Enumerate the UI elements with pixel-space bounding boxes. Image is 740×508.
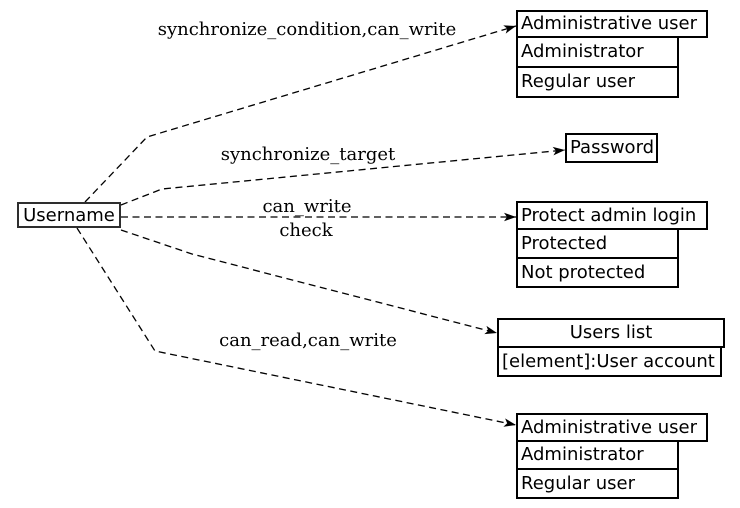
edge-label-can-write: can_write — [262, 196, 352, 217]
arrowhead-icon — [503, 25, 516, 34]
node-username-label: Username — [23, 204, 115, 226]
node-protect-admin-login-row-not-protected: Not protected — [516, 257, 679, 288]
arrowhead-icon — [504, 212, 516, 222]
node-users-list-row-element-user-account: [element]:User account — [497, 346, 722, 377]
edge-to-users-list — [120, 229, 498, 334]
arrowhead-icon — [484, 325, 497, 335]
node-password: Password — [565, 133, 658, 163]
node-username: Username — [17, 202, 121, 228]
edge-label-synchronize-target: synchronize_target — [220, 144, 396, 165]
edge-synchronize-condition-can-write — [84, 25, 517, 203]
node-admin-users-bottom-row-regular-user: Regular user — [516, 468, 679, 499]
node-protect-admin-login-header: Protect admin login — [516, 201, 708, 230]
node-users-list-header: Users list — [497, 318, 725, 348]
arrowhead-icon — [503, 418, 516, 427]
edge-label-synchronize-condition: synchronize_condition,can_write — [157, 19, 457, 40]
edge-label-check: check — [279, 220, 333, 241]
node-admin-users-bottom-header: Administrative user — [516, 413, 708, 442]
node-admin-users-top-header: Administrative user — [516, 10, 708, 38]
node-protect-admin-login-row-protected: Protected — [516, 228, 679, 259]
edge-can-read-can-write — [76, 227, 517, 426]
edge-label-can-read-can-write: can_read,can_write — [219, 330, 397, 351]
node-admin-users-top-row-administrator: Administrator — [516, 36, 679, 68]
edge-synchronize-target — [120, 149, 566, 206]
node-admin-users-top-row-regular-user: Regular user — [516, 66, 679, 98]
node-admin-users-bottom-row-administrator: Administrator — [516, 440, 679, 470]
arrowhead-icon — [552, 146, 565, 156]
